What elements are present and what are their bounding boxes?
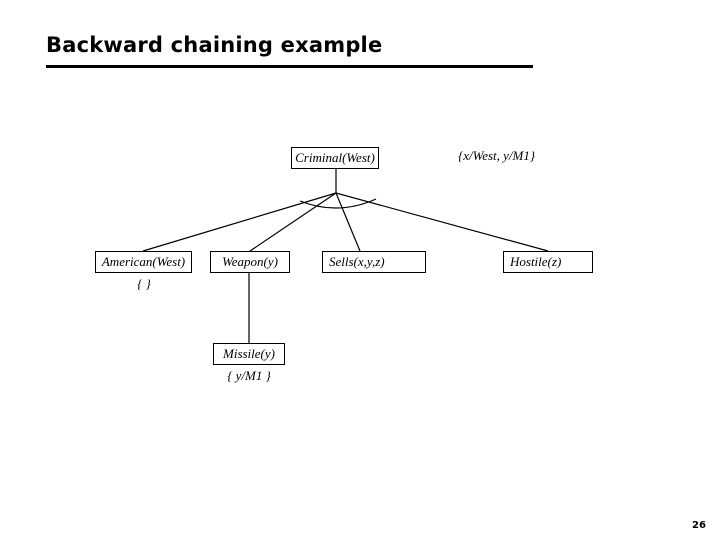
node-sells[interactable]: Sells(x,y,z) (322, 251, 426, 273)
edge-junction-sells (335, 192, 361, 252)
node-missile[interactable]: Missile(y) (213, 343, 285, 365)
page-number: 26 (692, 520, 706, 531)
edge-junction-weapon (249, 192, 337, 252)
node-weapon[interactable]: Weapon(y) (210, 251, 290, 273)
title-divider (46, 65, 533, 68)
substitution-american: { } (137, 276, 151, 291)
node-hostile[interactable]: Hostile(z) (503, 251, 593, 273)
page-title: Backward chaining example (46, 33, 383, 57)
edge-junction-american (142, 192, 337, 252)
edge-junction-hostile (335, 192, 549, 252)
substitution-root: {x/West, y/M1} (458, 148, 536, 163)
and-connector-arc (299, 198, 377, 209)
node-criminal[interactable]: Criminal(West) (291, 147, 379, 169)
node-american[interactable]: American(West) (95, 251, 192, 273)
substitution-missile: { y/M1 } (227, 368, 271, 383)
